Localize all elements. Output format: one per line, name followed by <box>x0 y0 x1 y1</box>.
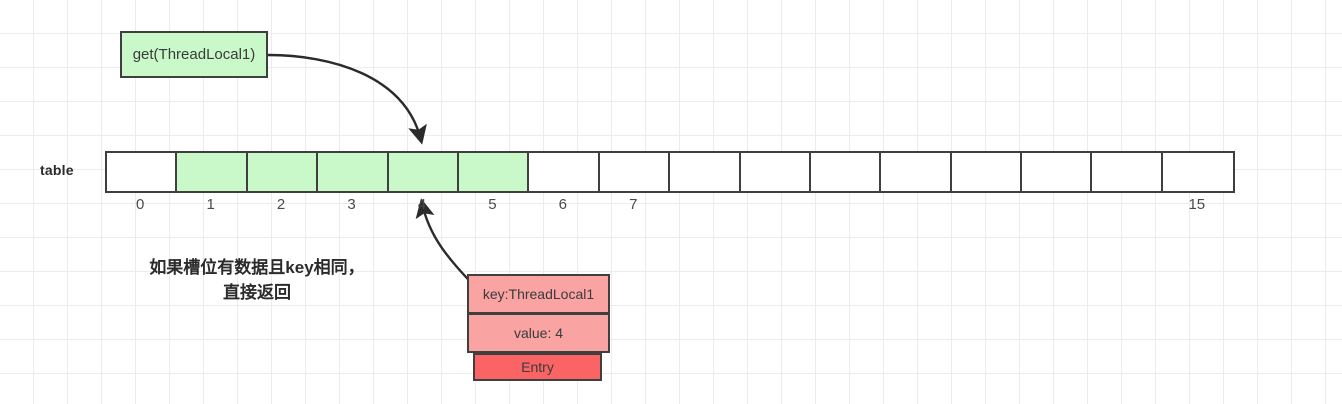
table-slot-8[interactable] <box>670 153 741 191</box>
entry-type-box[interactable]: Entry <box>473 353 602 381</box>
annotation-line-1: 如果槽位有数据且key相同， <box>149 258 365 277</box>
table-index-labels: 0 1 2 3 4 5 6 7 15 <box>105 196 1232 220</box>
table-slot-4[interactable] <box>388 153 459 191</box>
table-index-label-7: 7 <box>629 196 638 213</box>
table-slot-3[interactable] <box>318 153 389 191</box>
entry-type-label: Entry <box>521 359 554 375</box>
table-index-label-6: 6 <box>558 196 568 213</box>
annotation-line-2: 直接返回 <box>223 282 291 302</box>
table-slot-10[interactable] <box>810 153 882 191</box>
arrow-call-to-slot4 <box>267 53 427 145</box>
table-slot-15[interactable] <box>1162 153 1234 191</box>
table-slot-13[interactable] <box>1022 153 1093 191</box>
annotation-note: 如果槽位有数据且key相同， 直接返回 <box>112 256 402 305</box>
table-index-label-0: 0 <box>136 196 145 213</box>
table-slot-7[interactable] <box>599 153 671 191</box>
table-slot-5[interactable] <box>458 153 530 191</box>
table-slot-row <box>105 151 1236 193</box>
table-label: table <box>40 162 74 178</box>
table-index-label-5: 5 <box>488 196 497 213</box>
entry-key-label: key:ThreadLocal1 <box>482 286 595 302</box>
entry-value-box[interactable]: value: 4 <box>467 313 610 353</box>
table-slot-14[interactable] <box>1092 153 1163 191</box>
table-index-label-3: 3 <box>347 196 356 213</box>
get-call-label: get(ThreadLocal1) <box>132 46 256 63</box>
table-slot-2[interactable] <box>247 153 319 191</box>
table-slot-11[interactable] <box>881 153 952 191</box>
table-slot-0[interactable] <box>107 153 178 191</box>
table-index-label-1: 1 <box>206 196 215 213</box>
table-slot-6[interactable] <box>529 153 600 191</box>
get-call-box[interactable]: get(ThreadLocal1) <box>120 31 268 78</box>
table-index-label-4: 4 <box>417 196 427 213</box>
entry-value-label: value: 4 <box>513 325 564 341</box>
table-slot-9[interactable] <box>740 153 811 191</box>
table-index-label-15: 15 <box>1188 196 1206 213</box>
entry-key-box[interactable]: key:ThreadLocal1 <box>467 274 610 314</box>
table-slot-1[interactable] <box>177 153 248 191</box>
table-index-label-2: 2 <box>276 196 286 213</box>
table-slot-12[interactable] <box>951 153 1023 191</box>
